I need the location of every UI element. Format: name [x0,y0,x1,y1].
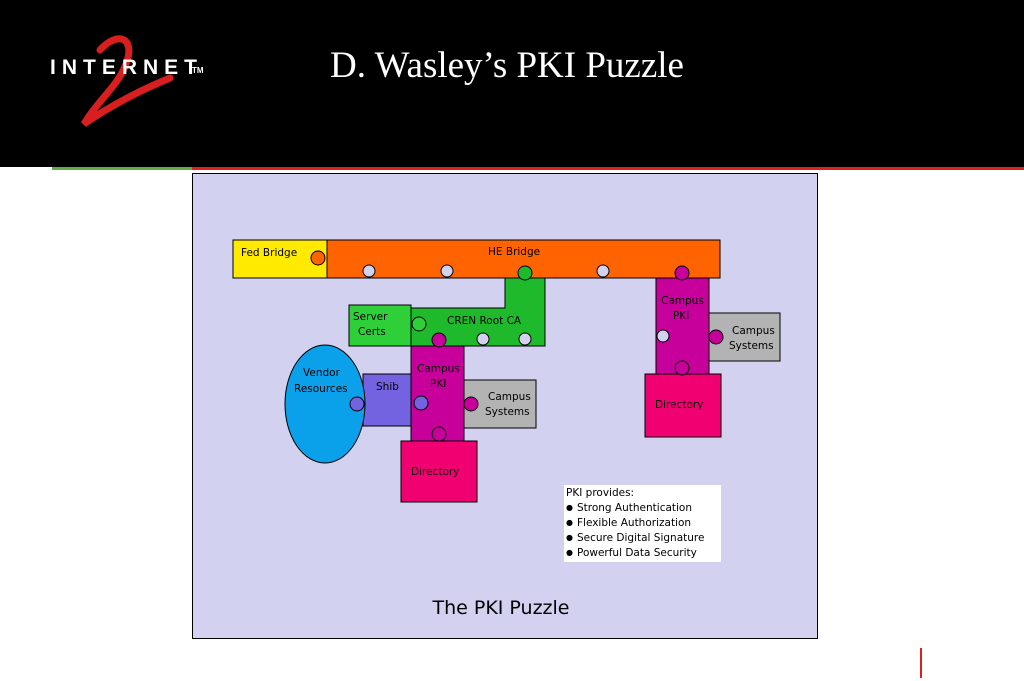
puzzle-socket [362,264,376,278]
header-rule-red [192,167,1024,170]
pki-provides-item: Powerful Data Security [566,546,721,561]
puzzle-knob [431,332,447,348]
diagram-caption: The PKI Puzzle [432,597,570,619]
puzzle-socket [476,332,490,346]
puzzle-socket [440,264,454,278]
campus-pki-left-label-2: PKI [430,378,446,390]
pki-provides-item-text: Powerful Data Security [576,547,697,559]
directory-left-label: Directory [411,466,459,478]
puzzle-graphic: Fed Bridge HE Bridge Server Certs CREN R… [232,239,781,503]
pki-provides-item-text: Flexible Authorization [576,517,692,529]
campus-systems-right-label-1: Campus [732,325,775,337]
puzzle-knob [463,396,479,412]
campus-pki-right-label-2: PKI [673,310,689,322]
directory-right-label: Directory [655,399,703,411]
campus-systems-right-label-2: Systems [729,340,774,352]
campus-pki-right-label-1: Campus [661,295,704,307]
server-certs-piece [348,304,412,347]
vendor-resources-label-2: Resources [294,383,348,395]
cren-root-ca-label: CREN Root CA [447,315,522,327]
directory-left-piece [400,440,478,503]
fed-bridge-label: Fed Bridge [241,247,297,259]
puzzle-knob [674,265,690,281]
logo-trademark: TM [192,66,204,75]
internet2-swoosh-icon [80,35,174,127]
header-rule-green [52,167,192,170]
server-certs-label-2: Certs [358,326,386,338]
vendor-resources-label-1: Vendor [303,367,341,379]
pki-provides-item-text: Secure Digital Signature [576,532,705,544]
pki-provides-item: Secure Digital Signature [566,531,721,546]
puzzle-knob [674,360,690,376]
he-bridge-label: HE Bridge [488,246,540,258]
pki-puzzle-diagram: Fed Bridge HE Bridge Server Certs CREN R… [192,173,818,639]
campus-pki-right-piece [655,277,710,375]
vendor-resources-piece [284,344,366,464]
pki-provides-heading: PKI provides: [566,487,635,499]
internet2-logo: INTERNET TM [40,28,220,138]
slide-header: INTERNET TM D. Wasley’s PKI Puzzle [0,0,1024,167]
puzzle-knob [413,395,429,411]
puzzle-knob [349,396,365,412]
puzzle-knob [411,316,427,332]
pki-provides-item: Flexible Authorization [566,516,721,531]
corner-accent-line [920,648,922,678]
puzzle-socket [518,332,532,346]
shib-label: Shib [376,381,399,393]
logo-wordmark: INTERNET [50,56,203,79]
puzzle-knob [708,329,724,345]
server-certs-label-1: Server [353,311,388,323]
campus-systems-left-label-1: Campus [488,391,531,403]
directory-right-piece [644,373,722,438]
campus-systems-left-label-2: Systems [485,406,530,418]
puzzle-knob [517,265,533,281]
slide-title: D. Wasley’s PKI Puzzle [330,45,684,86]
shib-piece [362,373,412,427]
campus-pki-left-label-1: Campus [417,363,460,375]
puzzle-socket [596,264,610,278]
pki-provides-item-text: Strong Authentication [576,502,693,514]
pki-provides-item: Strong Authentication [566,501,721,516]
puzzle-knob [310,250,326,266]
puzzle-knob [431,426,447,442]
puzzle-socket [656,329,670,343]
pki-provides-box: PKI provides: Strong Authentication Flex… [564,485,721,562]
